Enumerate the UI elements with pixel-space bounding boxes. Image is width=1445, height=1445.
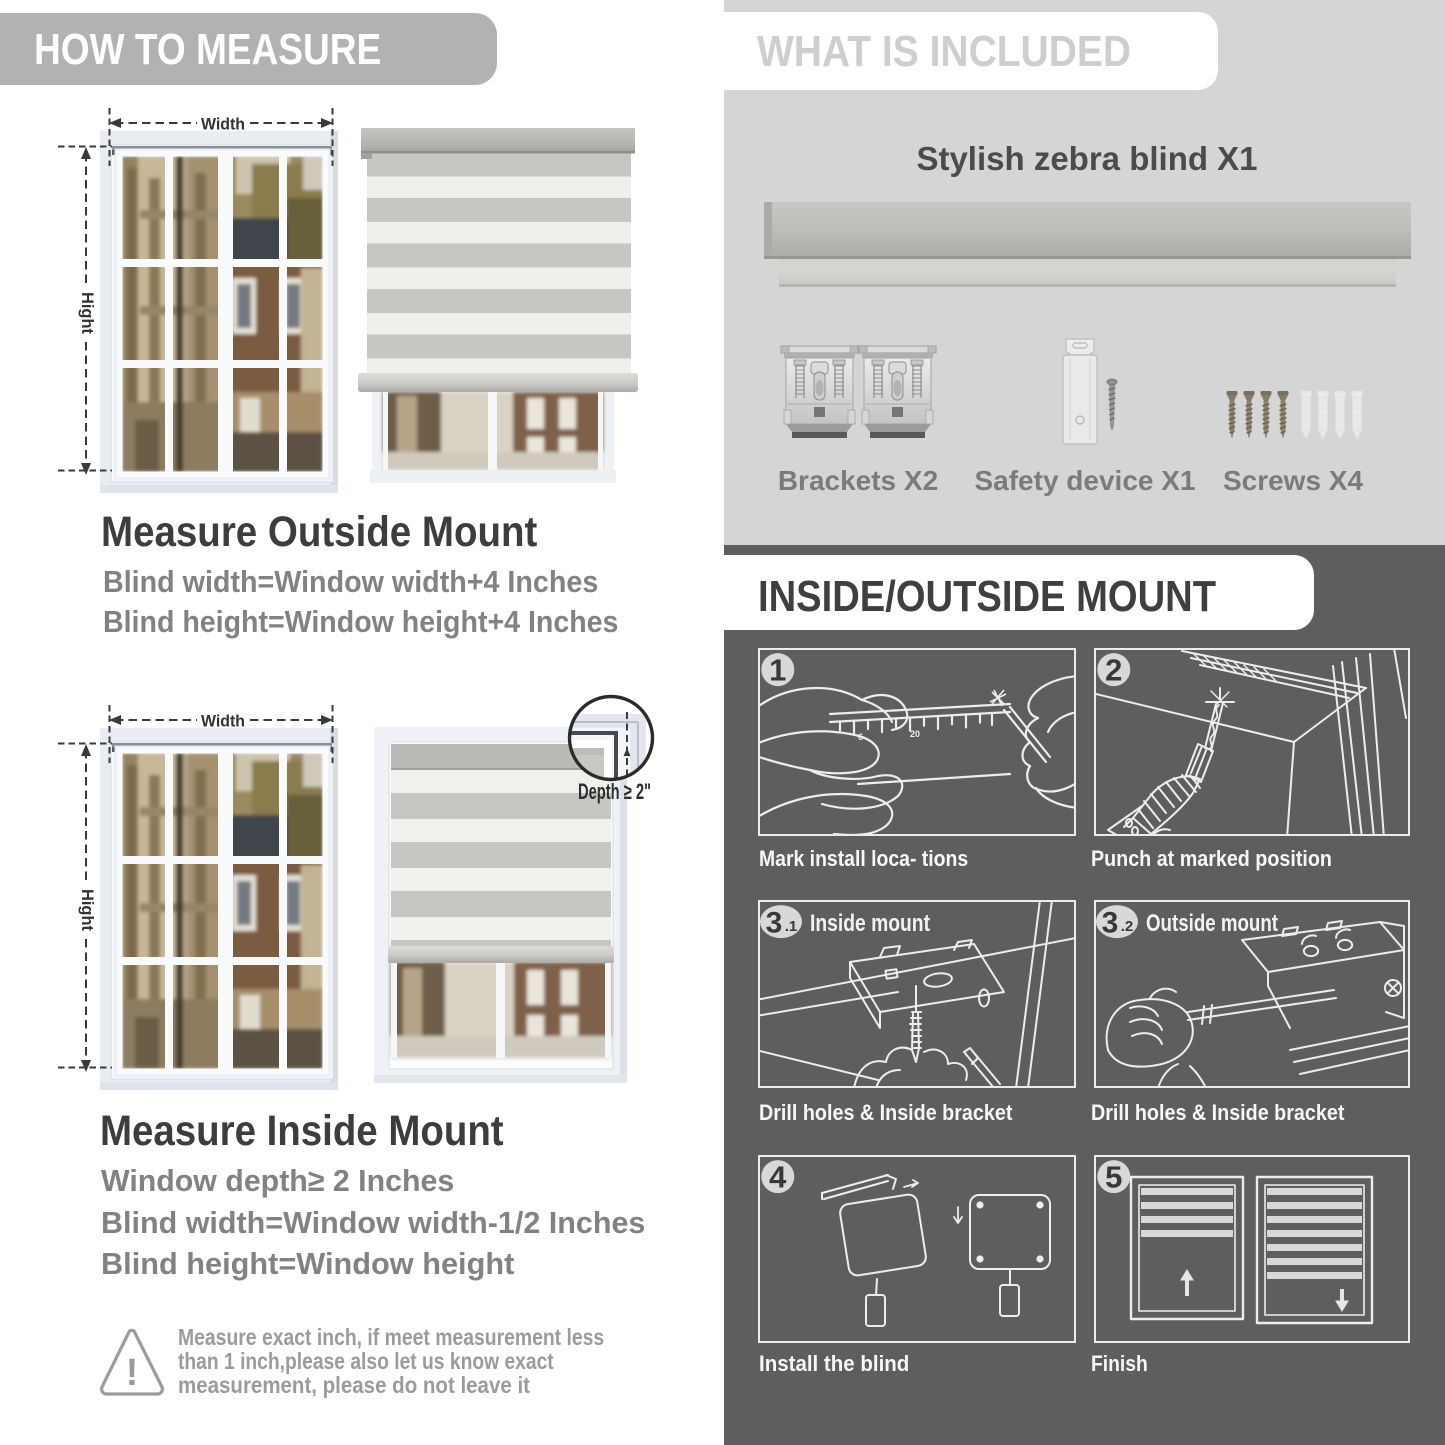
svg-text:6: 6 bbox=[858, 732, 863, 742]
svg-text:20: 20 bbox=[910, 729, 920, 739]
svg-text:4: 4 bbox=[769, 1160, 787, 1195]
svg-text:2: 2 bbox=[1105, 652, 1122, 687]
svg-text:3: 3 bbox=[765, 907, 782, 940]
svg-text:!: ! bbox=[126, 1352, 139, 1394]
svg-text:5: 5 bbox=[1105, 1160, 1122, 1195]
svg-text:.2: .2 bbox=[1121, 918, 1134, 935]
svg-text:3: 3 bbox=[1102, 907, 1119, 940]
svg-text:1: 1 bbox=[769, 652, 786, 687]
svg-text:.1: .1 bbox=[784, 918, 797, 935]
svg-text:Inside mount: Inside mount bbox=[810, 910, 930, 937]
svg-text:Outside mount: Outside mount bbox=[1146, 910, 1278, 937]
